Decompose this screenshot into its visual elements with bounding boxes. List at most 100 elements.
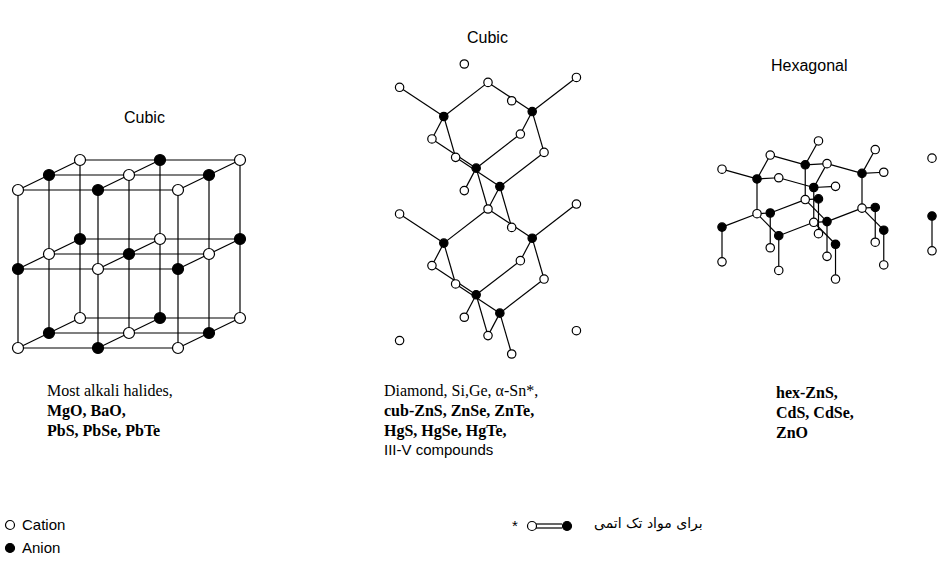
bond-line xyxy=(476,261,520,295)
anion-atom xyxy=(718,223,726,231)
anion-atom xyxy=(766,209,774,217)
anion-atom xyxy=(124,249,135,260)
cation-atom xyxy=(93,264,104,275)
anion-atom xyxy=(880,226,888,234)
monatomic-symbol xyxy=(522,516,582,536)
bond-line xyxy=(779,178,814,188)
bond-line xyxy=(178,239,240,269)
anion-atom xyxy=(528,107,536,115)
anion-atom xyxy=(93,343,104,354)
cation-atom xyxy=(173,343,184,354)
cation-atom xyxy=(810,218,818,226)
anion-atom xyxy=(472,291,480,299)
cation-atom xyxy=(460,60,468,68)
anion-atom xyxy=(775,232,783,240)
bond-line xyxy=(500,152,544,186)
cation-atom xyxy=(814,137,822,145)
bond-line xyxy=(444,209,488,243)
cation-atom xyxy=(823,159,831,167)
anion-atom xyxy=(753,175,761,183)
cation-atom xyxy=(775,266,783,274)
cation-atom xyxy=(484,331,492,339)
bond-line xyxy=(756,179,757,214)
cation-atom xyxy=(507,223,515,231)
legend-text: Cation xyxy=(22,516,65,534)
anion-atom xyxy=(235,234,246,245)
cation-atom xyxy=(124,328,135,339)
cation-atom xyxy=(124,170,135,181)
structure-title: Cubic xyxy=(124,108,165,127)
anion-atom xyxy=(871,203,879,211)
anion-atom xyxy=(155,313,166,324)
material-list: PbS, PbSe, PbTe xyxy=(47,421,160,440)
bond-line xyxy=(835,244,836,279)
material-list: III-V compounds xyxy=(384,441,493,459)
anion-atom xyxy=(801,161,809,169)
bond-line xyxy=(813,188,814,223)
cation-atom xyxy=(507,350,515,358)
cation-atom xyxy=(766,244,774,252)
anion-atom xyxy=(810,183,818,191)
cation-atom xyxy=(572,326,580,334)
legend-text: Anion xyxy=(22,539,60,557)
cation-atom xyxy=(395,83,403,91)
anion-atom xyxy=(155,155,166,166)
bond-line xyxy=(532,112,544,153)
cation-atom xyxy=(928,247,936,255)
footnote-text: برای مواد تک اتمی xyxy=(594,515,703,532)
anion-atom xyxy=(204,170,215,181)
material-list: cub-ZnS, ZnSe, ZnTe, xyxy=(384,401,534,420)
cation-atom xyxy=(572,200,580,208)
cation-atom xyxy=(871,238,879,246)
bond-line xyxy=(818,199,819,234)
bond-line xyxy=(400,87,444,116)
legend-entry: Anion xyxy=(4,539,60,557)
cation-atom xyxy=(831,275,839,283)
material-list: Diamond, Si,Ge, α-Sn*, xyxy=(384,381,538,400)
cation-atom xyxy=(572,73,580,81)
anion-atom xyxy=(858,169,866,177)
rocksalt-structure xyxy=(13,155,246,354)
anion-atom xyxy=(928,212,936,220)
material-list: MgO, BaO, xyxy=(47,401,126,420)
anion-atom xyxy=(44,170,55,181)
anion-atom xyxy=(44,328,55,339)
cation-atom xyxy=(516,256,524,264)
cation-atom xyxy=(484,205,492,213)
anion-atom xyxy=(814,195,822,203)
bond-line xyxy=(532,204,576,238)
bond-line xyxy=(456,284,500,313)
anion-atom xyxy=(75,234,86,245)
bond-line xyxy=(827,208,862,221)
cation-atom xyxy=(451,153,459,161)
bond-line xyxy=(98,239,160,269)
cation-atom xyxy=(823,252,831,260)
cation-atom xyxy=(451,280,459,288)
cation-atom xyxy=(155,234,166,245)
bond-line xyxy=(500,313,512,354)
material-list: CdS, CdSe, xyxy=(776,403,854,422)
cation-atom xyxy=(204,249,215,260)
structure-title: Cubic xyxy=(467,28,508,47)
legend-marker xyxy=(6,521,15,530)
anion-sample xyxy=(4,542,16,554)
cation-atom xyxy=(880,261,888,269)
bond-line xyxy=(779,222,814,235)
material-list: Most alkali halides, xyxy=(47,381,173,400)
cation-atom xyxy=(44,249,55,260)
bond-line xyxy=(432,139,476,168)
bond-line xyxy=(826,222,827,257)
anion-atom xyxy=(496,182,504,190)
bond-line xyxy=(722,214,757,227)
legend-entry: Cation xyxy=(4,516,65,534)
cation-atom xyxy=(507,97,515,105)
cation-atom xyxy=(13,185,24,196)
bond-line xyxy=(770,213,771,248)
material-list: ZnO xyxy=(776,423,808,442)
bond-line xyxy=(488,209,532,238)
cation-atom xyxy=(428,261,436,269)
anion-atom xyxy=(204,328,215,339)
cation-atom xyxy=(516,130,524,138)
bond-line xyxy=(476,134,520,168)
